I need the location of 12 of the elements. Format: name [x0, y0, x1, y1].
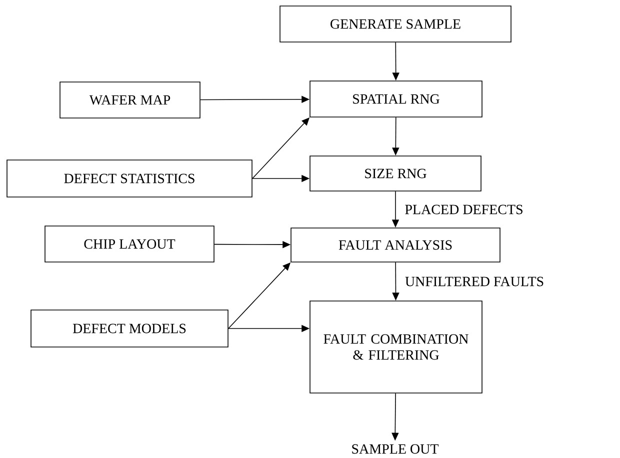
process-box: CHIP LAYOUT: [44, 226, 214, 262]
edge-label: UNFILTERED FAULTS: [405, 276, 544, 286]
process-box: GENERATE SAMPLE: [280, 6, 512, 42]
process-box: DEFECT STATISTICS: [6, 160, 252, 198]
process-box: SPATIAL RNG: [310, 80, 482, 118]
process-box: WAFER MAP: [60, 82, 200, 118]
process-box: DEFECT MODELS: [30, 310, 228, 348]
edge-label: PLACED DEFECTS: [405, 204, 522, 214]
process-box: SIZE RNG: [310, 156, 482, 192]
process-box: FAULT COMBINATION & FILTERING: [310, 300, 482, 394]
process-box: FAULT ANALYSIS: [290, 228, 500, 262]
output-label: SAMPLE OUT: [352, 444, 439, 454]
